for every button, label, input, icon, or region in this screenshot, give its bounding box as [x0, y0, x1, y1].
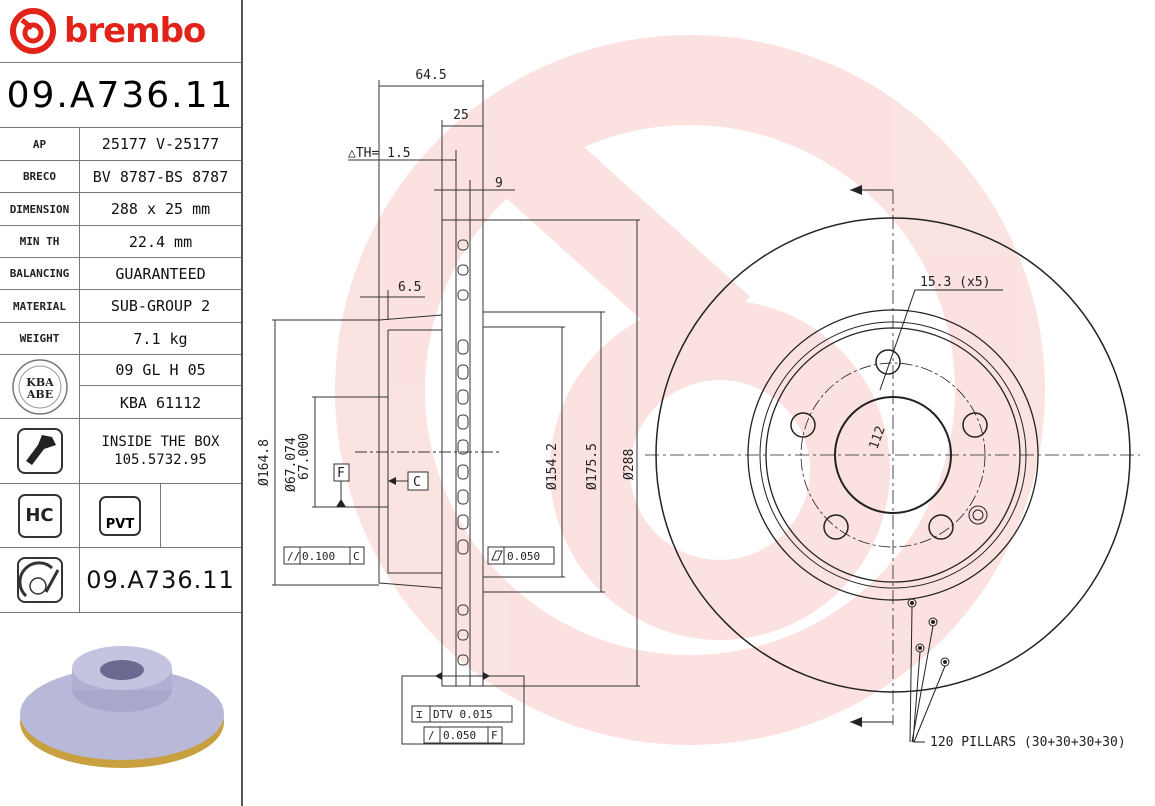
datum-c: C: [396, 471, 429, 491]
hc-badge: HC: [17, 493, 62, 538]
spec-value: BV 8787-BS 8787: [92, 167, 229, 186]
inside-box-line1: INSIDE THE BOX: [101, 434, 220, 450]
brembo-disc-icon: [10, 8, 56, 54]
kba-code2: KBA 61112: [119, 393, 202, 412]
runout-ref: F: [491, 729, 498, 742]
spec-label: MIN TH: [0, 226, 80, 257]
datum-markers: [336, 477, 490, 680]
spec-value: 7.1 kg: [133, 329, 188, 348]
spec-row-dimension: DIMENSION 288 x 25 mm: [0, 193, 241, 226]
part-number: 09.A736.11: [6, 74, 235, 116]
disc-render-image: [20, 646, 224, 768]
datum-f: F: [333, 463, 350, 500]
kba-abe-seal-icon: KBA ABE: [11, 358, 68, 415]
front-view-markers: [850, 185, 947, 727]
brand-name: brembo: [64, 11, 206, 51]
svg-text://: //: [287, 550, 300, 563]
pillars-label: 120 PILLARS (30+30+30+30): [930, 735, 1126, 750]
inside-box-text: INSIDE THE BOX 105.5732.95: [80, 419, 241, 483]
dia-67-upper: Ø67.074: [284, 437, 299, 492]
spec-label: BRECO: [0, 161, 80, 192]
parallel-ref: C: [353, 550, 360, 563]
screw-icon: [16, 428, 63, 474]
pvt-badge-cell: PVT: [80, 484, 161, 547]
spec-row-weight: WEIGHT 7.1 kg: [0, 323, 241, 355]
dia-175: Ø175.5: [585, 443, 600, 490]
kba-badge-line2: ABE: [25, 388, 52, 401]
technical-drawing: 64.5 25 △TH= 1.5 9 6.5 Ø164.8 Ø67.074 67…: [257, 35, 1140, 750]
datum-f-label: F: [337, 466, 345, 481]
spec-value: SUB-GROUP 2: [110, 297, 211, 315]
vane-slots: [457, 239, 469, 666]
runout-tolerance: 0.050: [443, 729, 476, 742]
footer-part-number: 09.A736.11: [86, 566, 235, 594]
inside-box-line2: 105.5732.95: [114, 452, 207, 468]
kba-badge-line1: KBA: [26, 376, 54, 389]
inside-box-row: INSIDE THE BOX 105.5732.95: [0, 419, 241, 484]
front-view: [645, 189, 1140, 743]
part-number-row: 09.A736.11: [0, 63, 241, 128]
disc-pad-icon: [16, 557, 63, 603]
svg-text:/: /: [428, 729, 435, 742]
dtv-frame: ⌶ DTV 0.015: [411, 705, 513, 723]
logo-row: brembo: [0, 0, 241, 63]
kba-row: KBA ABE 09 GL H 05 KBA 61112: [0, 355, 241, 419]
parallel-tolerance: 0.100: [302, 550, 335, 563]
dia-67-lower: 67.000: [297, 433, 312, 480]
bolt-hole-label: 15.3 (x5): [920, 275, 990, 290]
spec-row-min-th: MIN TH 22.4 mm: [0, 226, 241, 258]
dim-hat: 6.5: [398, 280, 421, 295]
runout-frame: / 0.050 F: [423, 726, 503, 744]
spec-row-material: MATERIAL SUB-GROUP 2: [0, 290, 241, 323]
spec-value: 288 x 25 mm: [110, 200, 211, 218]
spec-value: 25177 V-25177: [101, 135, 220, 153]
brembo-watermark: [335, 35, 1045, 745]
spec-label: DIMENSION: [0, 193, 80, 225]
parallelism-frame: // 0.100 C: [283, 546, 365, 565]
dia-288: Ø288: [622, 449, 637, 480]
section-view: [272, 80, 640, 745]
dtv-value: DTV 0.015: [433, 708, 493, 721]
footer-part-row: 09.A736.11: [0, 548, 241, 613]
spec-value: GUARANTEED: [115, 264, 206, 283]
dia-164: Ø164.8: [257, 439, 272, 486]
dim-th: △TH= 1.5: [348, 146, 411, 161]
disc-pad-icon-cell: [0, 548, 80, 612]
spec-row-ap: AP 25177 V-25177: [0, 128, 241, 161]
screw-icon-cell: [0, 419, 80, 483]
spec-row-balancing: BALANCING GUARANTEED: [0, 258, 241, 290]
spec-label: BALANCING: [0, 258, 80, 289]
spec-row-breco: BRECO BV 8787-BS 8787: [0, 161, 241, 193]
dia-154: Ø154.2: [545, 443, 560, 490]
svg-text:⌶: ⌶: [416, 708, 423, 721]
hc-badge-cell: HC: [0, 484, 80, 547]
spec-label: MATERIAL: [0, 290, 80, 322]
flatness-frame: 0.050: [487, 546, 555, 565]
dim-vane: 9: [495, 176, 503, 191]
pvt-badge: PVT: [99, 495, 141, 536]
badges-row: HC PVT: [0, 484, 241, 548]
kba-code1: 09 GL H 05: [80, 355, 241, 386]
brembo-logo: brembo: [8, 8, 206, 54]
flatness-tolerance: 0.050: [507, 550, 540, 563]
dim-thickness: 25: [453, 108, 469, 123]
dim-overall-width: 64.5: [415, 68, 446, 83]
spec-value: 22.4 mm: [128, 232, 193, 251]
spec-label: AP: [0, 128, 80, 160]
spec-label: WEIGHT: [0, 323, 80, 354]
kba-badge: KBA ABE: [0, 355, 80, 418]
datum-c-label: C: [413, 475, 421, 490]
